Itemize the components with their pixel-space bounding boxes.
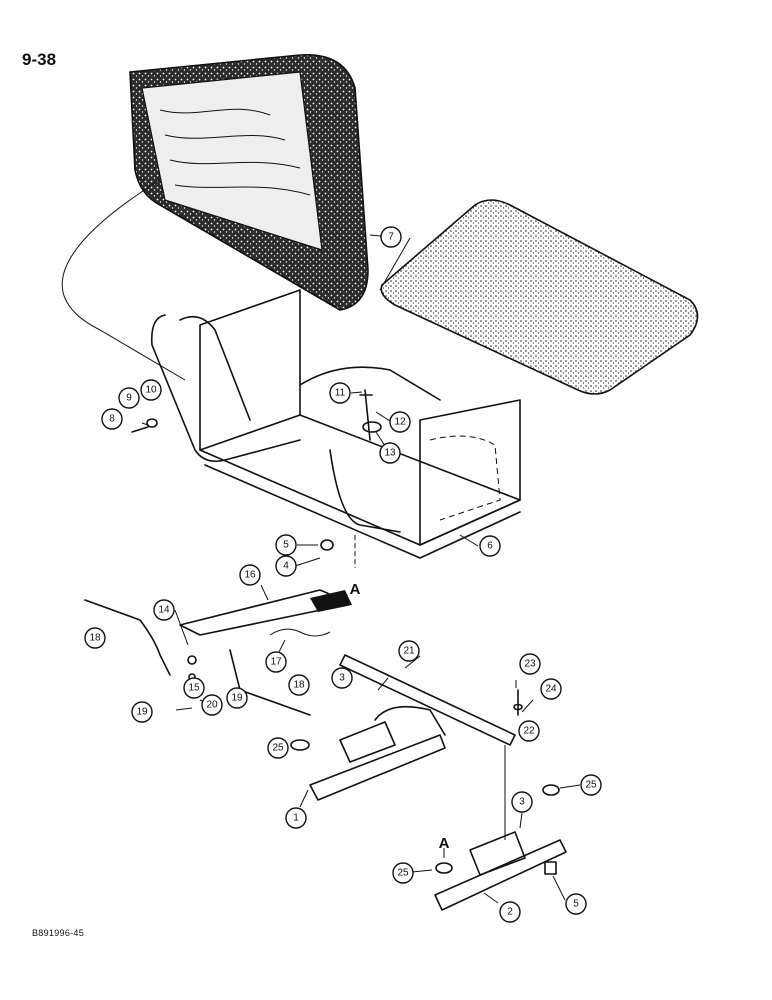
callout-20: 20	[201, 694, 223, 716]
callout-25-lower: 25	[392, 862, 414, 884]
callout-8: 8	[101, 408, 123, 430]
adjuster-bar	[339, 654, 516, 746]
callout-7: 7	[380, 226, 402, 248]
callout-24: 24	[540, 678, 562, 700]
svg-text:8: 8	[109, 414, 115, 425]
svg-text:7: 7	[388, 232, 394, 243]
svg-text:5: 5	[283, 540, 289, 551]
callout-10: 10	[140, 379, 162, 401]
callout-22: 22	[518, 720, 540, 742]
callout-17: 17	[265, 651, 287, 673]
view-label-a-upper: A	[350, 581, 361, 598]
seat-rail-left	[309, 705, 446, 801]
callout-25-left: 25	[267, 737, 289, 759]
svg-text:19: 19	[136, 707, 148, 718]
svg-text:12: 12	[394, 417, 406, 428]
svg-text:3: 3	[519, 797, 525, 808]
svg-text:22: 22	[523, 726, 535, 737]
seat-back-cushion	[129, 54, 369, 311]
svg-text:10: 10	[145, 385, 157, 396]
seat-rail-right	[434, 745, 567, 911]
callout-2: 2	[499, 901, 521, 923]
callout-11: 11	[329, 382, 351, 404]
callout-13: 13	[379, 442, 401, 464]
callout-9: 9	[118, 387, 140, 409]
svg-text:21: 21	[403, 646, 415, 657]
svg-text:3: 3	[339, 673, 345, 684]
seat-cushion	[380, 199, 699, 395]
callout-4: 4	[275, 555, 297, 577]
svg-text:13: 13	[384, 448, 396, 459]
svg-text:9: 9	[126, 393, 132, 404]
svg-text:25: 25	[272, 743, 284, 754]
callout-5-upper: 5	[275, 534, 297, 556]
callout-23: 23	[519, 653, 541, 675]
svg-text:19: 19	[231, 693, 243, 704]
svg-text:2: 2	[507, 907, 513, 918]
page-number: 9-38	[22, 50, 57, 69]
svg-text:14: 14	[158, 605, 170, 616]
svg-text:6: 6	[487, 541, 493, 552]
callout-19-left: 19	[131, 701, 153, 723]
lever-assembly	[84, 589, 352, 716]
callout-6: 6	[479, 535, 501, 557]
callout-16: 16	[239, 564, 261, 586]
svg-text:25: 25	[397, 868, 409, 879]
callout-5-lower: 5	[565, 893, 587, 915]
view-marker-upper: A	[350, 535, 361, 598]
svg-text:5: 5	[573, 899, 579, 910]
svg-text:15: 15	[188, 683, 200, 694]
callout-18-right: 18	[288, 674, 310, 696]
view-marker-lower: A	[439, 835, 450, 858]
svg-text:18: 18	[89, 633, 101, 644]
svg-text:17: 17	[270, 657, 282, 668]
svg-text:16: 16	[244, 570, 256, 581]
callout-18-left: 18	[84, 627, 106, 649]
callout-19-right: 19	[226, 687, 248, 709]
svg-text:23: 23	[524, 659, 536, 670]
svg-text:24: 24	[545, 684, 557, 695]
seat-frame	[150, 289, 521, 559]
callout-15: 15	[183, 677, 205, 699]
svg-text:4: 4	[283, 561, 289, 572]
svg-text:1: 1	[293, 813, 299, 824]
hardware	[131, 418, 560, 875]
svg-text:20: 20	[206, 700, 218, 711]
svg-text:25: 25	[585, 780, 597, 791]
view-label-a-lower: A	[439, 835, 450, 852]
callout-12: 12	[389, 411, 411, 433]
callout-1: 1	[285, 807, 307, 829]
callout-25-right: 25	[580, 774, 602, 796]
document-code: B891996-45	[32, 928, 85, 938]
svg-text:11: 11	[335, 388, 346, 399]
callout-3-upper: 3	[331, 667, 353, 689]
callout-3-lower: 3	[511, 791, 533, 813]
svg-text:18: 18	[293, 680, 305, 691]
callout-21: 21	[398, 640, 420, 662]
callout-14: 14	[153, 599, 175, 621]
